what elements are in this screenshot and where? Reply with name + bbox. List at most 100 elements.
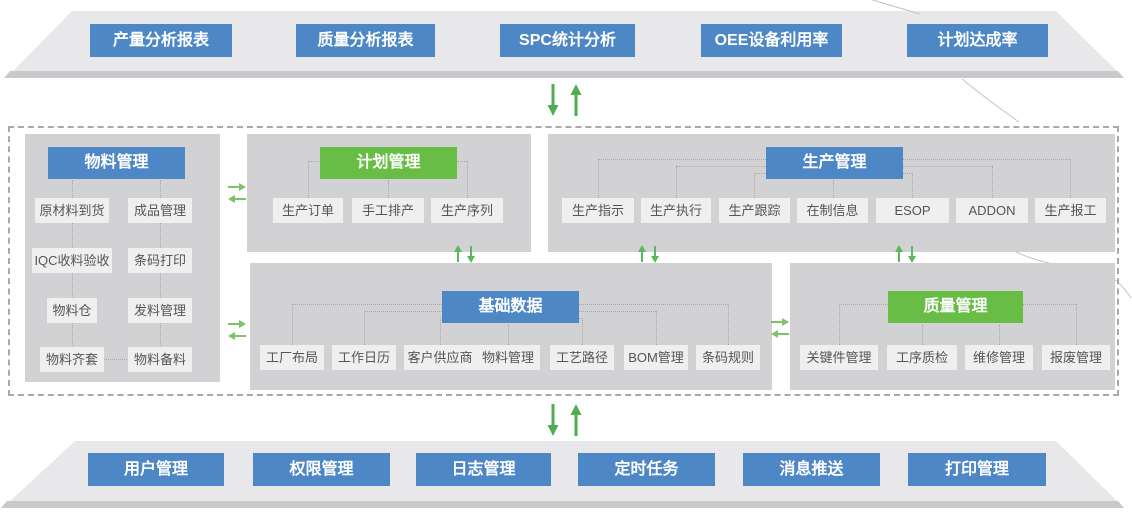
connector-line: [922, 325, 923, 345]
bottom-bar-button-log-mgmt: 日志管理: [416, 453, 551, 486]
arrow-right-icon: [228, 183, 246, 191]
connector-line: [598, 159, 599, 198]
arrow-down-icon: [651, 246, 659, 263]
connector-line: [912, 173, 913, 198]
connector-line: [308, 161, 309, 198]
bottom-bar-button-timed-task: 定时任务: [578, 453, 715, 486]
bottom-exchange-arrows: [546, 403, 583, 437]
module-item: 原材料到货: [35, 198, 109, 223]
module-item: 物料仓: [47, 298, 97, 323]
module-item: 物料备料: [128, 347, 192, 372]
connector-line: [903, 173, 912, 174]
exchange-arrows-production-quality: [894, 245, 917, 263]
connector-line: [754, 173, 766, 174]
connector-line: [839, 304, 888, 305]
module-item: 成品管理: [128, 198, 192, 223]
connector-line: [992, 166, 993, 198]
arrow-up-icon: [895, 245, 903, 262]
arrow-up-icon: [570, 404, 582, 436]
module-item: ESOP: [876, 198, 949, 223]
arrow-left-icon: [228, 195, 246, 203]
connector-line: [676, 166, 766, 167]
exchange-arrows-base-quality: [771, 318, 789, 338]
connector-line: [508, 325, 509, 345]
connector-line: [467, 161, 468, 198]
module-item: 生产序列: [431, 198, 503, 223]
connector-line: [1023, 304, 1076, 305]
module-item: 生产跟踪: [719, 198, 790, 223]
connector-line: [903, 159, 1070, 160]
connector-line: [292, 304, 442, 305]
connector-line: [440, 318, 441, 345]
top-bar-button-plan-rate: 计划达成率: [907, 24, 1048, 57]
middle-region-dashed-border: [8, 126, 1119, 396]
module-item: 物料齐套: [40, 347, 104, 372]
connector-line: [388, 180, 389, 198]
arrow-down-icon: [547, 404, 559, 436]
module-item: 客户供应商: [404, 345, 476, 370]
top-bar-button-spc-analysis: SPC统计分析: [500, 24, 635, 57]
connector-line: [656, 311, 657, 345]
arrow-left-icon: [771, 330, 789, 338]
connector-line: [728, 304, 729, 345]
bottom-bar-button-permission: 权限管理: [253, 453, 390, 486]
module-item: 条码打印: [128, 248, 192, 273]
module-item: 条码规则: [696, 345, 760, 370]
bottom-bar-button-user-mgmt: 用户管理: [88, 453, 224, 486]
module-header-production: 生产管理: [766, 147, 903, 179]
decorative-line: [961, 78, 1020, 123]
arrow-up-icon: [570, 84, 582, 116]
connector-line: [598, 159, 766, 160]
module-header-base-data: 基础数据: [442, 291, 579, 323]
module-item: 工艺路径: [550, 345, 614, 370]
connector-line: [839, 304, 840, 345]
connector-line: [676, 166, 677, 198]
arrow-down-icon: [467, 246, 475, 263]
module-item: 生产订单: [273, 198, 343, 223]
connector-line: [1070, 159, 1071, 198]
connector-line: [833, 180, 834, 198]
connector-line: [457, 161, 467, 162]
top-bar-edge-shadow: [4, 71, 1124, 78]
arrow-up-icon: [638, 245, 646, 262]
top-bar-button-quality-report: 质量分析报表: [296, 24, 435, 57]
module-item: 维修管理: [965, 345, 1033, 370]
arrow-left-icon: [228, 332, 246, 340]
module-item: IQC收料验收: [32, 248, 112, 273]
top-exchange-arrows: [546, 83, 583, 117]
exchange-arrows-material-base: [228, 320, 246, 340]
arrow-down-icon: [547, 84, 559, 116]
module-item: 物料管理: [476, 345, 540, 370]
connector-line: [364, 311, 365, 345]
connector-line: [364, 311, 442, 312]
module-header-plan: 计划管理: [320, 147, 457, 179]
decorative-line: [870, 0, 921, 15]
bottom-bar-button-print-mgmt: 打印管理: [908, 453, 1046, 486]
connector-line: [1076, 304, 1077, 345]
module-item: 报废管理: [1042, 345, 1110, 370]
arrow-down-icon: [908, 246, 916, 263]
top-bar-button-output-report: 产量分析报表: [90, 24, 232, 57]
module-header-material: 物料管理: [48, 147, 185, 179]
arrow-up-icon: [454, 245, 462, 262]
connector-line: [582, 318, 583, 345]
module-item: 手工排产: [352, 198, 424, 223]
module-header-quality: 质量管理: [888, 291, 1023, 323]
module-item: 生产指示: [562, 198, 634, 223]
connector-line: [754, 173, 755, 198]
connector-line: [579, 318, 582, 319]
connector-line: [999, 325, 1000, 345]
bottom-bar-edge-shadow: [1, 501, 1124, 508]
top-bar-button-oee: OEE设备利用率: [701, 24, 842, 57]
module-item: 生产执行: [641, 198, 711, 223]
module-item: 生产报工: [1035, 198, 1106, 223]
connector-line: [579, 304, 728, 305]
module-item: 工厂布局: [260, 345, 324, 370]
arrow-right-icon: [228, 320, 246, 328]
module-item: 在制信息: [797, 198, 868, 223]
module-item: 工序质检: [887, 345, 957, 370]
bottom-bar-button-message-push: 消息推送: [743, 453, 880, 486]
base-data-module-panel: [250, 263, 772, 390]
exchange-arrows-plan-base: [453, 245, 476, 263]
